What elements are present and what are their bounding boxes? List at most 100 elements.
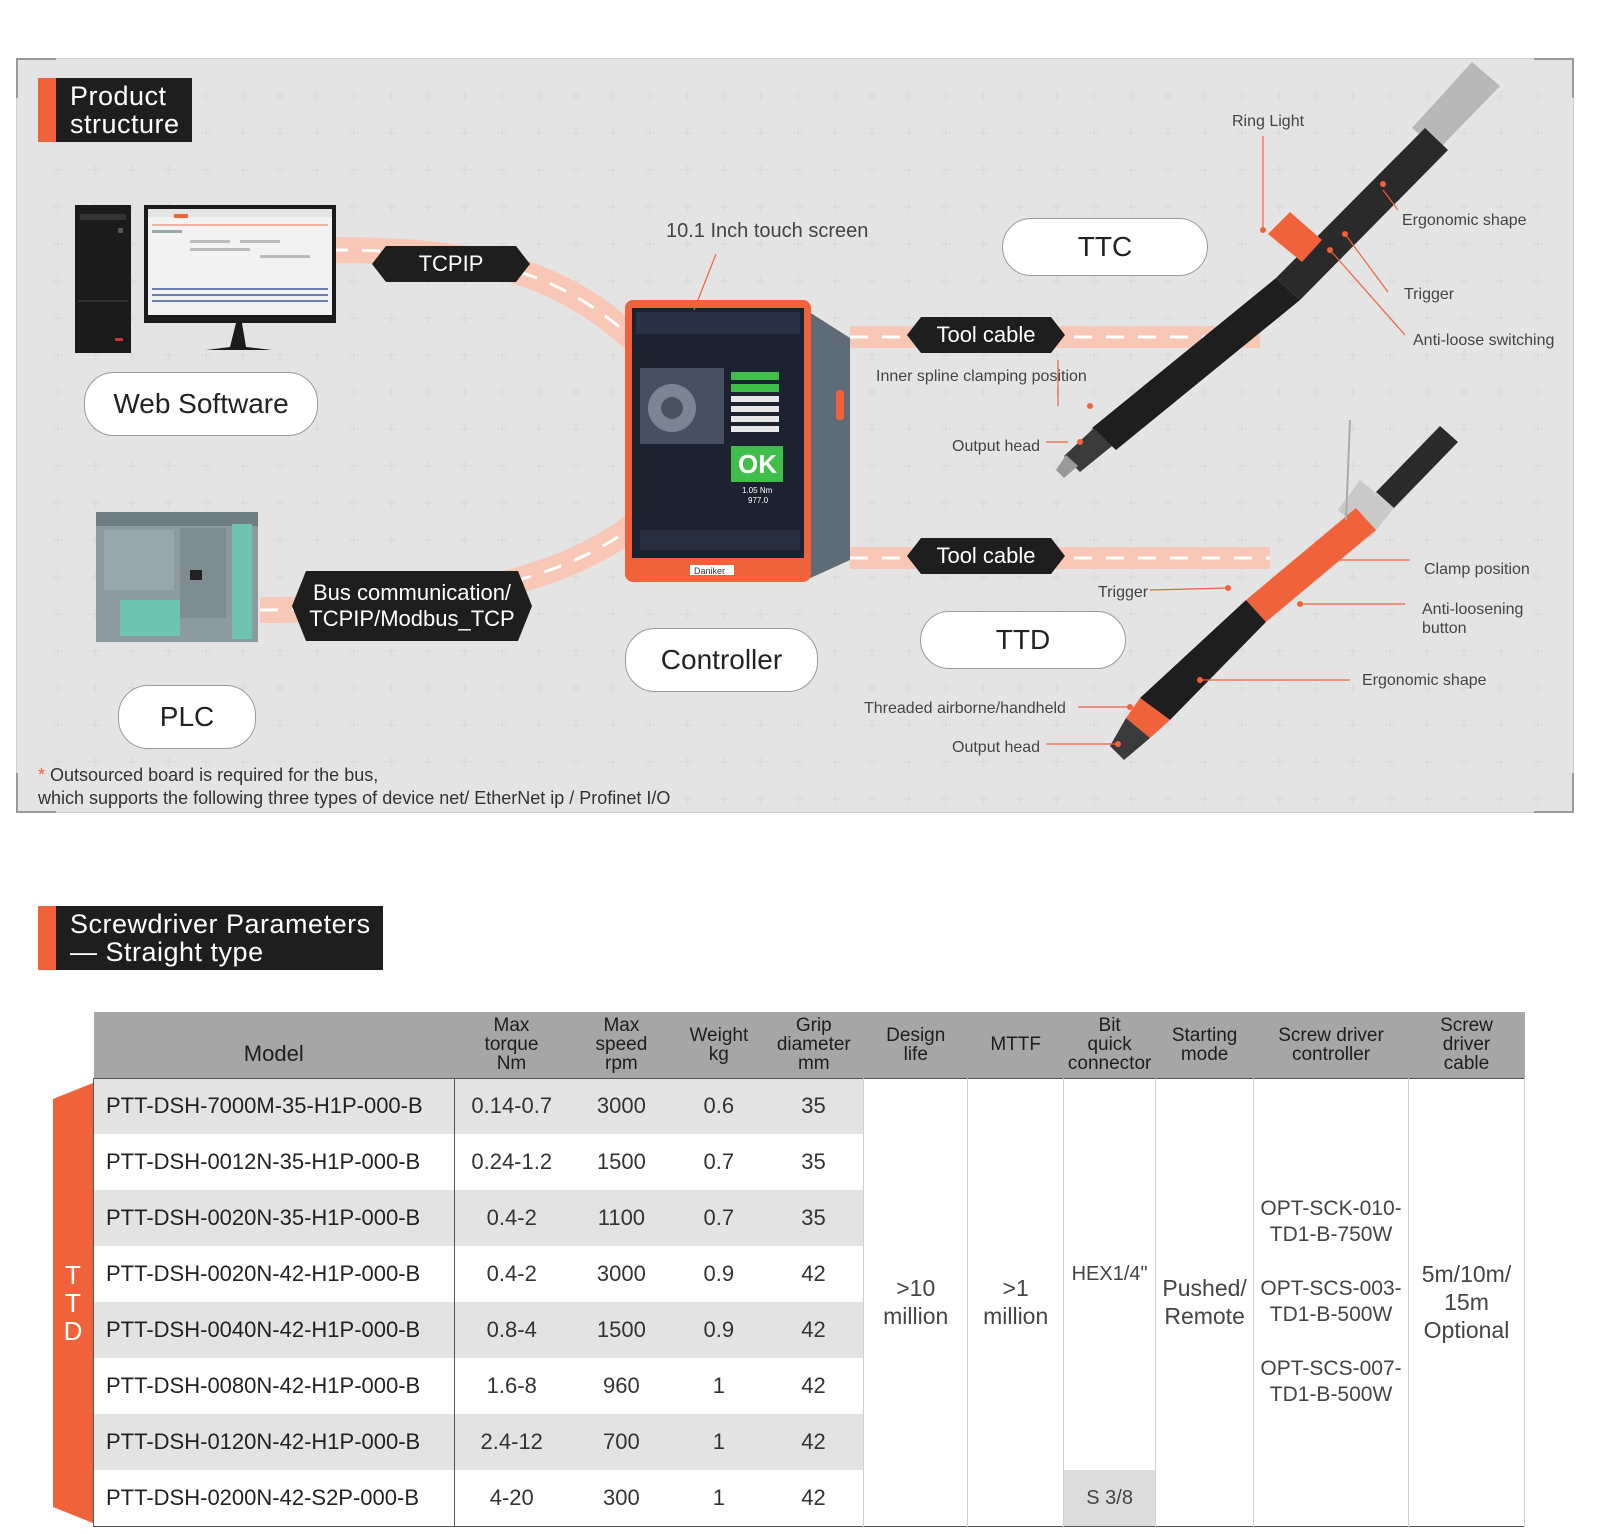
cell-grip: 35 [763, 1190, 864, 1246]
controller-bubble: Controller [625, 628, 818, 692]
ttc-bubble: TTC [1002, 218, 1208, 276]
cell-weight: 1 [712, 1484, 725, 1510]
bus-communication-tag: Bus communication/TCPIP/Modbus_TCP [292, 571, 532, 641]
anti-loose-switching-label: Anti-loose switching [1413, 332, 1555, 349]
cell-model: PTT-DSH-0020N-35-H1P-000-B [93, 1190, 455, 1246]
cell-grip: 42 [763, 1302, 864, 1358]
cell-speed: 300 [603, 1484, 640, 1510]
parameters-title: Screwdriver Parameters— Straight type [38, 906, 383, 970]
table-row: PTT-DSH-0020N-35-H1P-000-B 0.4-2 1100 0.… [93, 1190, 1525, 1246]
cell-speed: 1500 [568, 1302, 674, 1358]
frame-corner [1534, 773, 1574, 813]
cell-grip: 42 [763, 1414, 864, 1470]
cell-torque: 4-20 [489, 1484, 534, 1510]
cell-torque: 0.4-2 [454, 1190, 569, 1246]
cell-model: PTT-DSH-0012N-35-H1P-000-B [93, 1134, 455, 1190]
table-row: PTT-DSH-0080N-42-H1P-000-B 1.6-8 960 1 4… [93, 1358, 1525, 1414]
cell-grip: 35 [801, 1149, 826, 1174]
frame-corner [1534, 58, 1574, 98]
ring-light-label: Ring Light [1232, 113, 1305, 130]
trigger-ttc-label: Trigger [1404, 286, 1455, 303]
ttc-screwdriver-icon [1056, 62, 1500, 478]
cell-model: PTT-DSH-0200N-42-S2P-000-B [93, 1470, 455, 1526]
output-head-ttc-label: Output head [952, 438, 1041, 455]
cell-torque: 0.14-0.7 [454, 1078, 569, 1134]
controller-brand: Daniker [694, 566, 726, 576]
controller-torque-value: 1.05 Nm [742, 486, 773, 495]
cell-bit-connector: HEX1/4" [1063, 1078, 1157, 1470]
touch-screen-label: 10.1 Inch touch screen [666, 220, 869, 242]
cell-grip: 42 [801, 1484, 826, 1510]
pc-tower-icon [75, 205, 131, 353]
cell-grip: 35 [763, 1078, 864, 1134]
plc-bubble: PLC [118, 685, 256, 749]
controller-angle-value: 977.0 [748, 496, 769, 505]
inner-spline-label: Inner spline clamping position [876, 368, 1087, 385]
controller-icon [625, 300, 850, 582]
web-software-bubble: Web Software [84, 372, 318, 436]
cell-speed: 3000 [568, 1078, 674, 1134]
ergonomic-shape-ttc-label: Ergonomic shape [1402, 212, 1527, 229]
table-row: PTT-DSH-0020N-42-H1P-000-B 0.4-2 3000 0.… [93, 1246, 1525, 1302]
cell-model: PTT-DSH-0080N-42-H1P-000-B [93, 1358, 455, 1414]
clamp-position-label: Clamp position [1424, 561, 1530, 578]
cell-weight: 0.6 [673, 1078, 764, 1134]
cell-torque: 0.24-1.2 [471, 1149, 553, 1174]
frame-corner [16, 58, 56, 98]
ttd-bubble: TTD [920, 611, 1126, 669]
header-mttf: MTTF [967, 1012, 1064, 1078]
cell-weight: 1 [712, 1373, 725, 1398]
cell-speed: 960 [603, 1373, 640, 1398]
cell-starting-mode: Pushed/Remote [1155, 1078, 1255, 1526]
table-row: PTT-DSH-0120N-42-H1P-000-B 2.4-12 700 1 … [93, 1414, 1525, 1470]
table-row: PTT-DSH-0012N-35-H1P-000-B 0.24-1.2 1500… [93, 1134, 1525, 1190]
cell-weight: 1 [673, 1414, 764, 1470]
cell-grip: 42 [801, 1373, 826, 1398]
cell-model: PTT-DSH-7000M-35-H1P-000-B [93, 1078, 455, 1134]
cell-torque: 0.4-2 [486, 1261, 537, 1286]
cell-speed: 1100 [568, 1190, 674, 1246]
cell-speed: 700 [568, 1414, 674, 1470]
output-head-ttd-label: Output head [952, 739, 1041, 756]
cell-torque: 1.6-8 [486, 1373, 537, 1398]
tool-cable-tag-ttc: Tool cable [907, 317, 1065, 353]
trigger-ttd-label: Trigger [1098, 584, 1149, 601]
cell-weight: 0.9 [673, 1302, 764, 1358]
ttd-band: T T D [53, 1083, 93, 1523]
cell-speed: 3000 [596, 1261, 646, 1286]
table-row: PTT-DSH-0200N-42-S2P-000-B 4-20 300 1 42… [93, 1470, 1525, 1526]
cell-weight: 0.7 [703, 1149, 735, 1174]
cell-model: PTT-DSH-0120N-42-H1P-000-B [93, 1414, 455, 1470]
threaded-airborne-label: Threaded airborne/handheld [864, 700, 1066, 717]
tool-cable-tag-ttd: Tool cable [907, 538, 1065, 574]
cell-speed: 1500 [596, 1149, 646, 1174]
cell-torque: 2.4-12 [454, 1414, 569, 1470]
header-model: Model [93, 1012, 455, 1078]
cell-weight: 0.9 [703, 1261, 735, 1286]
cell-grip: 42 [801, 1261, 826, 1286]
controller-ok-label: OK [738, 449, 777, 479]
tcpip-tag: TCPIP [372, 246, 530, 282]
bus-footnote: * Outsourced board is required for the b… [38, 765, 671, 808]
table-row: PTT-DSH-0040N-42-H1P-000-B 0.8-4 1500 0.… [93, 1302, 1525, 1358]
cell-model: PTT-DSH-0020N-42-H1P-000-B [93, 1246, 455, 1302]
monitor-icon [144, 205, 336, 350]
table-row: PTT-DSH-7000M-35-H1P-000-B 0.14-0.7 3000… [93, 1078, 1526, 1526]
cell-model: PTT-DSH-0040N-42-H1P-000-B [93, 1302, 455, 1358]
cell-controller: OPT-SCK-010-TD1-B-750W OPT-SCS-003-TD1-B… [1253, 1078, 1409, 1526]
ergonomic-shape-ttd-label: Ergonomic shape [1362, 672, 1487, 689]
